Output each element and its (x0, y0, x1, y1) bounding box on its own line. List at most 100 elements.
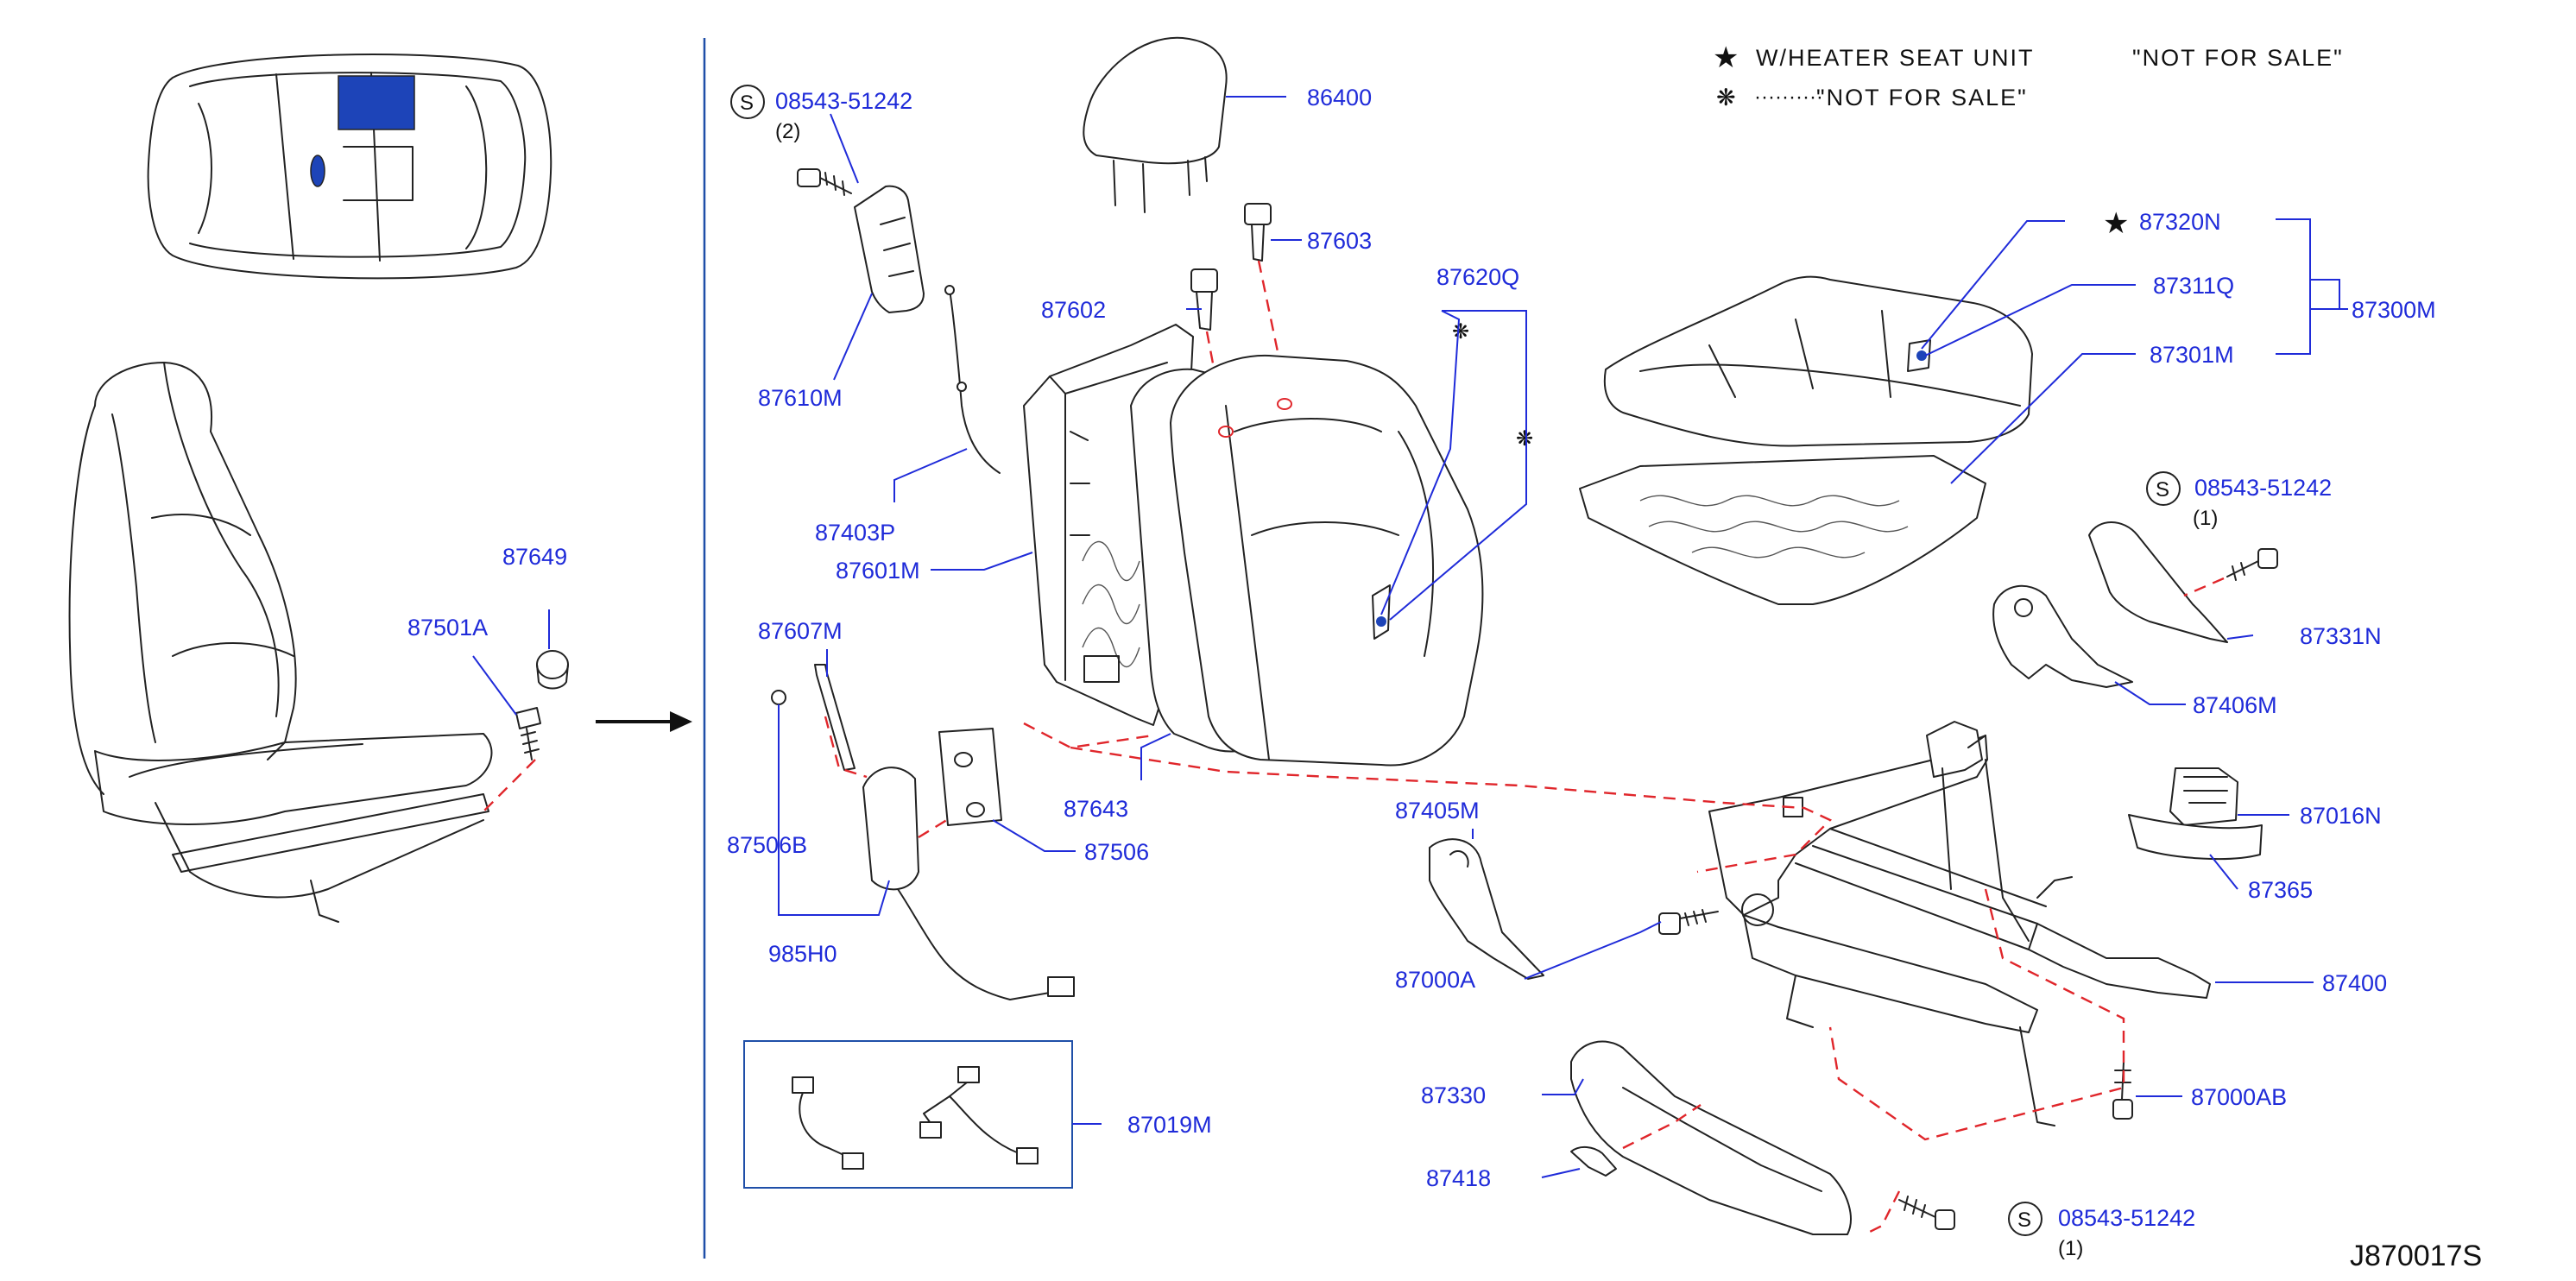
not-for-sale-icon: ❋ (1716, 85, 1738, 110)
part-87406M-cover-image (1992, 584, 2133, 688)
part-87506-plate-image (938, 728, 1002, 826)
callout-87601M[interactable]: 87601M (836, 558, 920, 584)
callout-87016N[interactable]: 87016N (2300, 803, 2382, 829)
callout-87000A[interactable]: 87000A (1395, 967, 1475, 993)
leader-87331N (2226, 634, 2254, 640)
diagram-code: J870017S (2350, 1240, 2482, 1272)
guide-frame (1023, 722, 1154, 749)
part-87610M-handle-image (854, 185, 925, 313)
callout-985H0[interactable]: 985H0 (768, 941, 837, 967)
part-87602-guide-image (1190, 268, 1218, 331)
part-87501A-bolt-image (515, 707, 541, 760)
callout-87620Q[interactable]: 87620Q (1436, 264, 1519, 290)
leader-87418 (1541, 1168, 1581, 1178)
callout-87506[interactable]: 87506 (1084, 839, 1149, 865)
part-985H0-airbag-module-image (862, 767, 1075, 1000)
callout-86400[interactable]: 86400 (1307, 85, 1372, 110)
callout-87603[interactable]: 87603 (1307, 228, 1372, 254)
callout-87406M[interactable]: 87406M (2193, 692, 2277, 718)
leader-87301M (1950, 353, 2136, 484)
part-87403P-cable-image (949, 289, 1001, 474)
callout-87400[interactable]: 87400 (2322, 970, 2387, 996)
heater-star-icon: ★ (1713, 41, 1740, 74)
heater-star-marker-icon: ★ (2103, 207, 2131, 240)
seat-location-marker (310, 155, 325, 187)
leader-87000A (1524, 921, 1662, 980)
leader-87501A (472, 655, 517, 716)
callout-87403P[interactable]: 87403P (815, 520, 895, 546)
callout-87311Q[interactable]: 87311Q (2153, 273, 2234, 299)
leader-87320N (1921, 220, 2065, 350)
callout-87330[interactable]: 87330 (1421, 1082, 1486, 1108)
leader-87311Q (1924, 284, 2136, 357)
part-08543-screw-bottom-image (1898, 1196, 1955, 1230)
part-87365-finisher-image (2128, 814, 2263, 861)
part-87607M-bracket-image (771, 664, 856, 771)
leader-87601M (931, 552, 1033, 571)
leader-87403P (893, 448, 968, 502)
part-87331N-cover-image (2088, 521, 2228, 643)
part-87019M-harness-image (792, 1066, 1039, 1170)
callout-08543-right[interactable]: 08543-51242 (2194, 475, 2332, 501)
callout-87418[interactable]: 87418 (1426, 1165, 1491, 1191)
callout-87331N[interactable]: 87331N (2300, 623, 2382, 649)
callout-08543-top-qty: (2) (775, 120, 800, 143)
callout-08543-bottom-qty: (1) (2058, 1237, 2083, 1260)
seat-location-highlight (338, 75, 415, 130)
not-for-sale-marker-2: ❋ (1516, 427, 1533, 451)
callout-87602[interactable]: 87602 (1041, 297, 1106, 323)
guide-87506 (824, 716, 950, 839)
car-top-view-image (147, 54, 552, 280)
callout-87649[interactable]: 87649 (502, 544, 567, 570)
part-87016N-switch-image (2169, 767, 2238, 826)
guide-08543-bottom (1864, 1190, 1901, 1236)
guide-87331N (2183, 577, 2225, 597)
guide-adjuster-bottom (1828, 888, 2125, 1141)
assembled-seat-image (68, 362, 493, 923)
s-marker-top-label: S (740, 92, 754, 115)
callout-87365[interactable]: 87365 (2248, 877, 2313, 903)
callout-87320N[interactable]: 87320N (2139, 209, 2221, 235)
part-87649-cap-image (536, 650, 569, 690)
callout-87019M[interactable]: 87019M (1127, 1112, 1212, 1138)
callout-08543-right-qty: (1) (2193, 507, 2218, 530)
guide-87501A (483, 759, 536, 812)
leader-87300M-bracket (2276, 218, 2348, 355)
part-87400-seat-adjuster-image (1708, 721, 2211, 1126)
arrow-to-exploded-view-icon (596, 711, 692, 732)
s-marker-bottom (2008, 1202, 2042, 1236)
callout-08543-bottom[interactable]: 08543-51242 (2058, 1205, 2195, 1231)
leader-87610M (833, 293, 873, 381)
part-87330-finisher-image (1570, 1040, 1852, 1235)
leader-87506B-985H0 (778, 704, 890, 916)
leader-87620Q (1380, 310, 1527, 621)
callout-87501A[interactable]: 87501A (407, 615, 488, 640)
callout-87643[interactable]: 87643 (1064, 796, 1128, 822)
callout-08543-top[interactable]: 08543-51242 (775, 88, 912, 114)
callout-87506B[interactable]: 87506B (727, 832, 807, 858)
not-for-sale-marker-1: ❋ (1452, 320, 1469, 344)
harness-box-87019M (743, 1040, 1073, 1189)
part-87405M-cover-image (1429, 838, 1544, 980)
callout-87300M[interactable]: 87300M (2352, 297, 2436, 323)
part-87000A-bolt-image (1658, 909, 1719, 935)
part-86400-headrest-image (1083, 36, 1228, 213)
part-87418-cap-image (1570, 1146, 1617, 1177)
part-87300M-cushion-image (1603, 275, 2033, 447)
callout-87405M[interactable]: 87405M (1395, 798, 1480, 824)
callout-87000AB[interactable]: 87000AB (2191, 1084, 2287, 1110)
s-marker-right-label: S (2156, 478, 2169, 502)
callout-87610M[interactable]: 87610M (758, 385, 843, 411)
part-87603-guide-image (1244, 203, 1272, 262)
leader-87365 (2209, 854, 2238, 890)
part-08543-screw-top-image (797, 168, 852, 196)
legend-dots: ·········· (1754, 85, 1823, 109)
part-08543-screw-right-image (2226, 548, 2278, 581)
s-marker-bottom-label: S (2017, 1208, 2031, 1232)
legend-not-for-sale-label: "NOT FOR SALE" (1816, 85, 2028, 110)
part-back-trim-image (1170, 354, 1484, 767)
s-marker-top (730, 85, 765, 119)
leader-87330 (1542, 1078, 1584, 1095)
callout-87301M[interactable]: 87301M (2150, 342, 2234, 368)
callout-87607M[interactable]: 87607M (758, 618, 843, 644)
